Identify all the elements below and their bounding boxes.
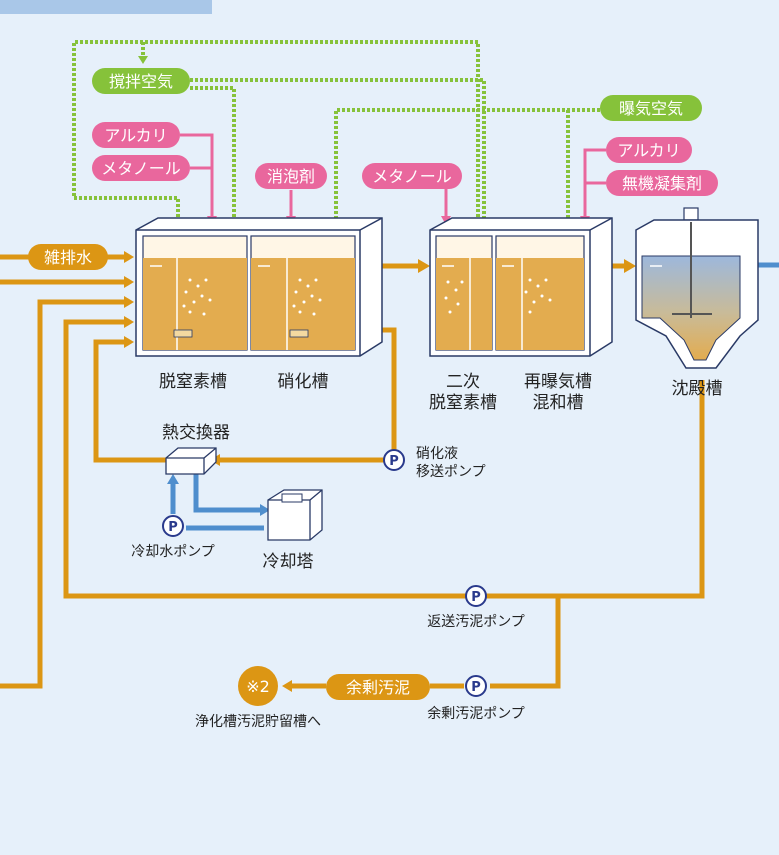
alkali-label-2: アルカリ	[617, 141, 680, 160]
methanol-label-1: メタノール	[101, 159, 181, 178]
excess-sludge-label: 余剰汚泥	[346, 678, 410, 697]
pump-symbol-3: P	[471, 590, 481, 605]
note-marker: ※2	[238, 666, 278, 706]
alkali-pill-1: アルカリ	[92, 122, 180, 148]
antifoam-pill: 消泡剤	[255, 163, 327, 189]
aeration-air-pill: 曝気空気	[600, 95, 702, 121]
excess-sludge-pill: 余剰汚泥	[326, 674, 430, 700]
secondary-denitrification-label-2: 脱窒素槽	[429, 393, 497, 413]
methanol-label-2: メタノール	[372, 167, 452, 186]
pump-symbol-1: P	[389, 454, 399, 469]
inflow-pill: 雑排水	[28, 244, 108, 270]
methanol-pill-2: メタノール	[362, 163, 462, 189]
aeration-bubbles	[182, 278, 552, 316]
alkali-pill-2: アルカリ	[606, 137, 692, 163]
nitrified-pump: P	[383, 449, 405, 471]
excess-sludge-pump-label: 余剰汚泥ポンプ	[427, 705, 525, 722]
heat-exchanger-shape	[165, 447, 217, 475]
return-sludge-pump-label: 返送汚泥ポンプ	[427, 614, 525, 630]
pump-symbol-2: P	[168, 520, 178, 535]
header-tab	[0, 0, 212, 14]
stir-air-label: 撹拌空気	[109, 72, 173, 91]
cooling-water-pump-label: 冷却水ポンプ	[131, 544, 215, 560]
water-pipes	[0, 251, 705, 692]
secondary-denitrification-label-1: 二次	[446, 372, 480, 392]
cooling-pipes	[167, 470, 270, 531]
coagulant-pill: 無機凝集剤	[606, 170, 718, 196]
pump-symbol-4: P	[471, 680, 481, 695]
reaeration-label-2: 混和槽	[533, 393, 584, 413]
tank-group-2	[429, 217, 613, 357]
stir-air-pill: 撹拌空気	[92, 68, 190, 94]
coagulant-label: 無機凝集剤	[622, 174, 702, 193]
destination-label: 浄化槽汚泥貯留槽へ	[195, 714, 321, 730]
reaeration-label-1: 再曝気槽	[524, 372, 592, 392]
cooling-tower-shape	[267, 489, 323, 541]
cooling-tower-label: 冷却塔	[263, 552, 314, 572]
aeration-air-label: 曝気空気	[619, 99, 683, 118]
return-sludge-pump: P	[465, 585, 487, 607]
denitrification-tank-label: 脱窒素槽	[159, 372, 227, 392]
nitrified-pump-label-1: 硝化液	[416, 446, 458, 462]
nitrified-pump-label-2: 移送ポンプ	[416, 464, 486, 480]
heat-exchanger-label: 熱交換器	[162, 423, 230, 443]
sedimentation-tank-label: 沈殿槽	[672, 379, 723, 399]
methanol-pill-1: メタノール	[92, 155, 190, 181]
alkali-label-1: アルカリ	[104, 126, 167, 145]
inflow-label: 雑排水	[44, 248, 92, 267]
excess-sludge-pump: P	[465, 675, 487, 697]
sedimentation-tank	[635, 207, 759, 369]
nitrification-tank-label: 硝化槽	[278, 372, 329, 392]
cooling-water-pump: P	[162, 515, 184, 537]
tank-group-1	[135, 217, 383, 357]
note-marker-label: ※2	[246, 677, 270, 696]
antifoam-label: 消泡剤	[267, 167, 315, 186]
